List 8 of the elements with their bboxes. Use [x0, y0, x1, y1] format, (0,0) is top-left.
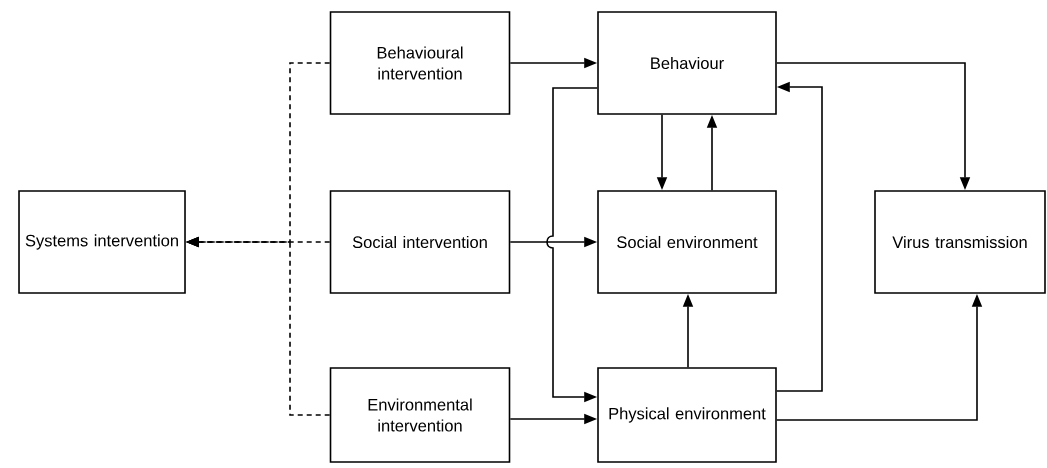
process-box: Social intervention — [329, 190, 511, 294]
process-box: Virus transmission — [874, 190, 1046, 294]
process-box: Social environment — [597, 190, 777, 294]
process-box: Environmental intervention — [329, 367, 511, 463]
process-box: Behaviour — [597, 11, 777, 115]
process-box: Behavioural intervention — [329, 11, 511, 115]
process-box: Physical environment — [597, 367, 777, 463]
process-box: Systems intervention — [18, 190, 186, 294]
